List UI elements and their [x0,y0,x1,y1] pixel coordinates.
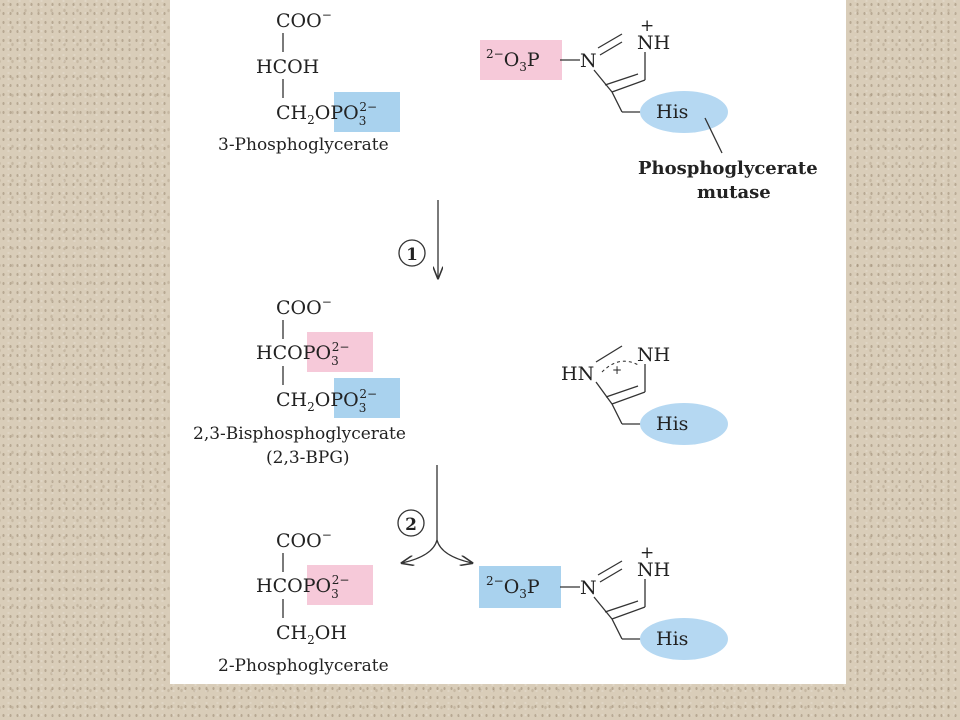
positive-charge: + [640,16,654,36]
positive-charge: + [612,363,622,377]
hco-phosphate-group: HCOPO32− [256,340,349,368]
molecule-2-phosphoglycerate: COO− HCOPO32− CH2OH 2-Phosphoglycerate [218,528,389,676]
enzyme-name-2: mutase [697,182,771,203]
delocalized-charge [601,360,641,373]
his-residue: His [656,101,688,123]
his-residue: His [656,628,688,650]
ring-nitrogen: N [580,577,597,599]
bond [599,41,623,56]
molecule-3-phosphoglycerate: COO− HCOH CH2OPO32− 3-Phosphoglycerate [218,8,400,155]
ch2-phosphate-group: CH2OPO32− [276,100,377,128]
ring-nh: NH [637,344,670,366]
phosphate-highlight [307,332,373,372]
arrow-branch-right [436,539,472,563]
ch2oh-group: CH2OH [276,622,347,647]
carboxylate-group: COO− [276,528,332,552]
enzyme-name: Phosphoglycerate [638,158,818,179]
bond [593,69,613,93]
carboxylate-group: COO− [276,295,332,319]
his-residue: His [656,413,688,435]
bond [599,568,623,583]
phosphoryl-group: 2−O3P [486,574,540,601]
phosphate-highlight [334,378,400,418]
positive-charge: + [640,543,654,563]
bond [595,381,613,405]
bond [605,385,639,398]
bond [611,618,623,640]
ring-nh: NH [637,32,670,54]
enzyme-blob [640,91,728,133]
bond [611,606,646,620]
enzyme-blob [640,618,728,660]
bond [597,33,623,49]
bond [604,73,639,86]
step-1-circle [398,239,426,267]
hydroxyl-carbon: HCOH [256,56,319,78]
molecule-label: 3-Phosphoglycerate [218,135,389,155]
ring-hn: HN [561,363,594,385]
bond [593,596,613,620]
phosphate-highlight [479,566,561,608]
free-his-enzyme: HN NH + His [561,344,728,445]
phosphate-highlight [307,565,373,605]
step-1-arrow: 1 [398,200,438,278]
molecule-2-3-bpg: COO− HCOPO32− CH2OPO32− 2,3-Bisphosphogl… [193,295,406,468]
step-1-number: 1 [406,245,418,265]
enzyme-blob [640,403,728,445]
arrow-branch-left [402,539,438,563]
step-2-number: 2 [405,515,417,535]
ring-nitrogen: N [580,50,597,72]
phosphate-highlight [334,92,400,132]
ch2-phosphate-group: CH2OPO32− [276,387,377,415]
bond [597,560,623,576]
bond [611,403,623,425]
step-2-circle [397,509,425,537]
bond [611,391,646,405]
bond [604,600,639,613]
bond [595,345,623,363]
phosphoryl-group: 2−O3P [486,47,540,74]
bond [611,79,646,93]
phospho-his-enzyme-regenerated: 2−O3P N NH + His [479,543,728,660]
carboxylate-group: COO− [276,8,332,32]
molecule-abbrev: (2,3-BPG) [266,448,350,468]
hco-phosphate-group: HCOPO32− [256,573,349,601]
molecule-label: 2-Phosphoglycerate [218,656,389,676]
molecule-label: 2,3-Bisphosphoglycerate [193,424,406,444]
label-pointer [704,117,723,154]
bond [611,91,623,113]
phospho-his-enzyme: 2−O3P N NH + His Phosphoglycerate mutase [480,16,818,203]
ring-nh: NH [637,559,670,581]
phosphate-highlight [480,40,562,80]
step-2-arrow: 2 [397,465,472,563]
